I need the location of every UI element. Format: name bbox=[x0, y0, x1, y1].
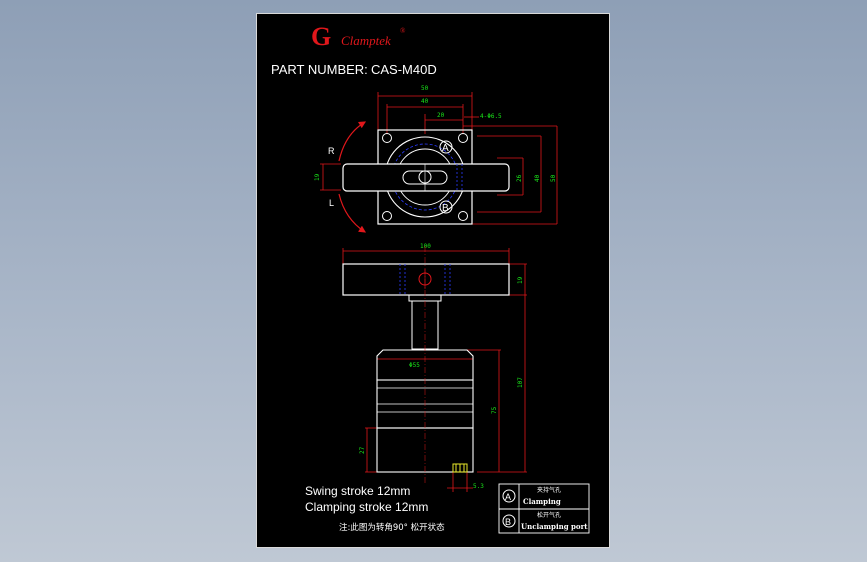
legend-a-symbol: A bbox=[505, 492, 511, 502]
dim-inner-40: 40 bbox=[534, 174, 541, 182]
part-number-label: PART NUMBER: bbox=[271, 62, 368, 77]
dim-total-height: 107 bbox=[517, 377, 524, 388]
dim-arm-length: 100 bbox=[420, 243, 431, 250]
top-dimension-frame bbox=[320, 92, 558, 225]
dim-width-holes: 40 bbox=[421, 98, 429, 105]
mount-hole-tl bbox=[382, 133, 392, 143]
dim-arm-thickness: 19 bbox=[517, 276, 524, 284]
dim-outer-50: 50 bbox=[550, 174, 557, 182]
mount-hole-tr bbox=[458, 133, 468, 143]
clamp-arm-side bbox=[342, 263, 510, 296]
legend-b-zh: 松开气孔 bbox=[537, 511, 561, 519]
dim-arm-height: 19 bbox=[314, 173, 321, 181]
chinese-note: 注:此图为转角90° 松开状态 bbox=[339, 522, 445, 533]
dim-width-outer: 50 bbox=[421, 85, 429, 92]
legend-a-circle bbox=[502, 489, 516, 503]
drawing-canvas: G Clamptek ® PART NUMBER: CAS-M40D bbox=[271, 22, 590, 534]
clamp-arm-top bbox=[342, 163, 510, 192]
port-b-circle bbox=[439, 200, 453, 214]
clamping-stroke-note: Clamping stroke 12mm bbox=[305, 500, 428, 514]
dim-body-diameter: Φ55 bbox=[409, 362, 420, 369]
legend-b-circle bbox=[502, 514, 516, 528]
legend-a-zh: 夹持气孔 bbox=[537, 486, 561, 494]
top-view: 50 40 20 4-Φ6.5 19 26 40 50 bbox=[314, 85, 558, 233]
dim-base-height: 27 bbox=[359, 446, 366, 454]
port-a-circle bbox=[439, 140, 453, 154]
drawing-sheet: G Clamptek ® PART NUMBER: CAS-M40D bbox=[256, 13, 610, 548]
mount-hole-bl bbox=[382, 211, 392, 221]
legend-b-en: Unclamping port bbox=[521, 522, 588, 531]
port-a-label: A bbox=[442, 143, 449, 154]
part-number-value: CAS-M40D bbox=[371, 62, 437, 77]
dim-body-height: 75 bbox=[491, 406, 498, 414]
logo-registered: ® bbox=[400, 27, 406, 35]
swing-stroke-note: Swing stroke 12mm bbox=[305, 484, 410, 498]
mount-hole-br bbox=[458, 211, 468, 221]
rotation-right-label: R bbox=[328, 146, 335, 156]
rotation-right-arrow bbox=[338, 121, 367, 162]
dim-port-offset: 5.3 bbox=[473, 483, 484, 490]
legend-b-symbol: B bbox=[505, 517, 511, 527]
logo-name: Clamptek bbox=[341, 33, 391, 48]
logo-letter: G bbox=[311, 22, 331, 51]
port-legend: A 夹持气孔 Clamping B 松开气孔 Unclamping port bbox=[498, 483, 590, 534]
legend-frame bbox=[498, 483, 590, 534]
dim-holes: 4-Φ6.5 bbox=[480, 113, 502, 120]
rotation-left-label: L bbox=[329, 198, 334, 208]
port-b-label: B bbox=[442, 203, 449, 214]
side-view: 100 19 Φ55 107 75 27 5.3 bbox=[342, 243, 527, 492]
dim-width-half: 20 bbox=[437, 112, 445, 119]
legend-a-en: Clamping bbox=[523, 497, 561, 506]
rotation-left-arrow bbox=[338, 193, 367, 233]
dim-inner-26: 26 bbox=[516, 174, 523, 182]
clamptek-logo: G Clamptek ® bbox=[311, 22, 406, 51]
